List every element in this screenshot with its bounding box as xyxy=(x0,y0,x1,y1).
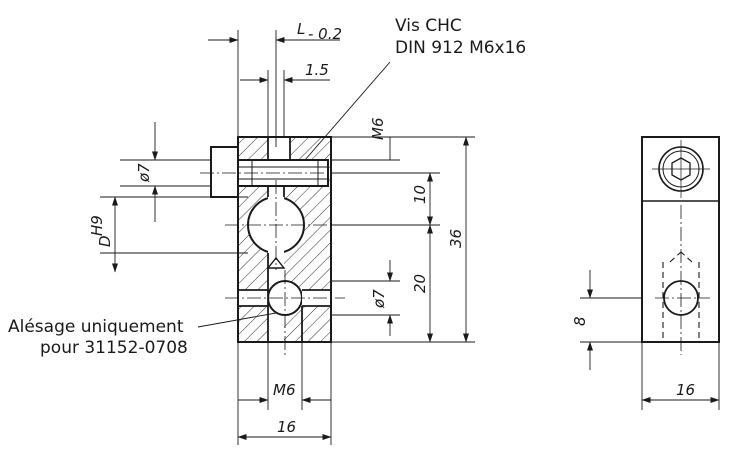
dim-8-side: 8 xyxy=(571,316,589,326)
dim-16-side: 16 xyxy=(676,381,695,399)
dim-dia7-bottom: ø7 xyxy=(370,289,388,309)
dim-1-5: 1.5 xyxy=(305,61,329,79)
side-view xyxy=(641,136,720,355)
dim-10: 10 xyxy=(411,185,429,204)
screw-head xyxy=(210,146,239,198)
block-outline xyxy=(237,136,332,343)
front-section-view xyxy=(200,136,350,355)
dim-dia7-top: ø7 xyxy=(135,163,153,183)
dim-m6-top: M6 xyxy=(369,118,387,141)
dim-36: 36 xyxy=(447,229,465,248)
callout-bore-line2: pour 31152-0708 xyxy=(40,338,188,358)
top-thread-cut xyxy=(268,137,290,160)
dim-L-tol: - 0.2 xyxy=(308,25,342,43)
callout-screw-line1: Vis CHC xyxy=(395,16,462,36)
front-dimensions xyxy=(100,30,475,445)
dim-dh9: D xyxy=(96,235,114,247)
dim-16-front: 16 xyxy=(277,418,296,436)
side-outline xyxy=(641,136,720,343)
callout-bore-line1: Alésage uniquement xyxy=(8,317,184,337)
side-dimensions xyxy=(580,270,720,410)
dim-L: L xyxy=(297,20,305,38)
callout-screw-line2: DIN 912 M6x16 xyxy=(395,38,526,58)
dim-dh9-sup: H9 xyxy=(88,215,106,236)
dim-20: 20 xyxy=(411,274,429,293)
dim-m6-bottom: M6 xyxy=(273,381,296,399)
